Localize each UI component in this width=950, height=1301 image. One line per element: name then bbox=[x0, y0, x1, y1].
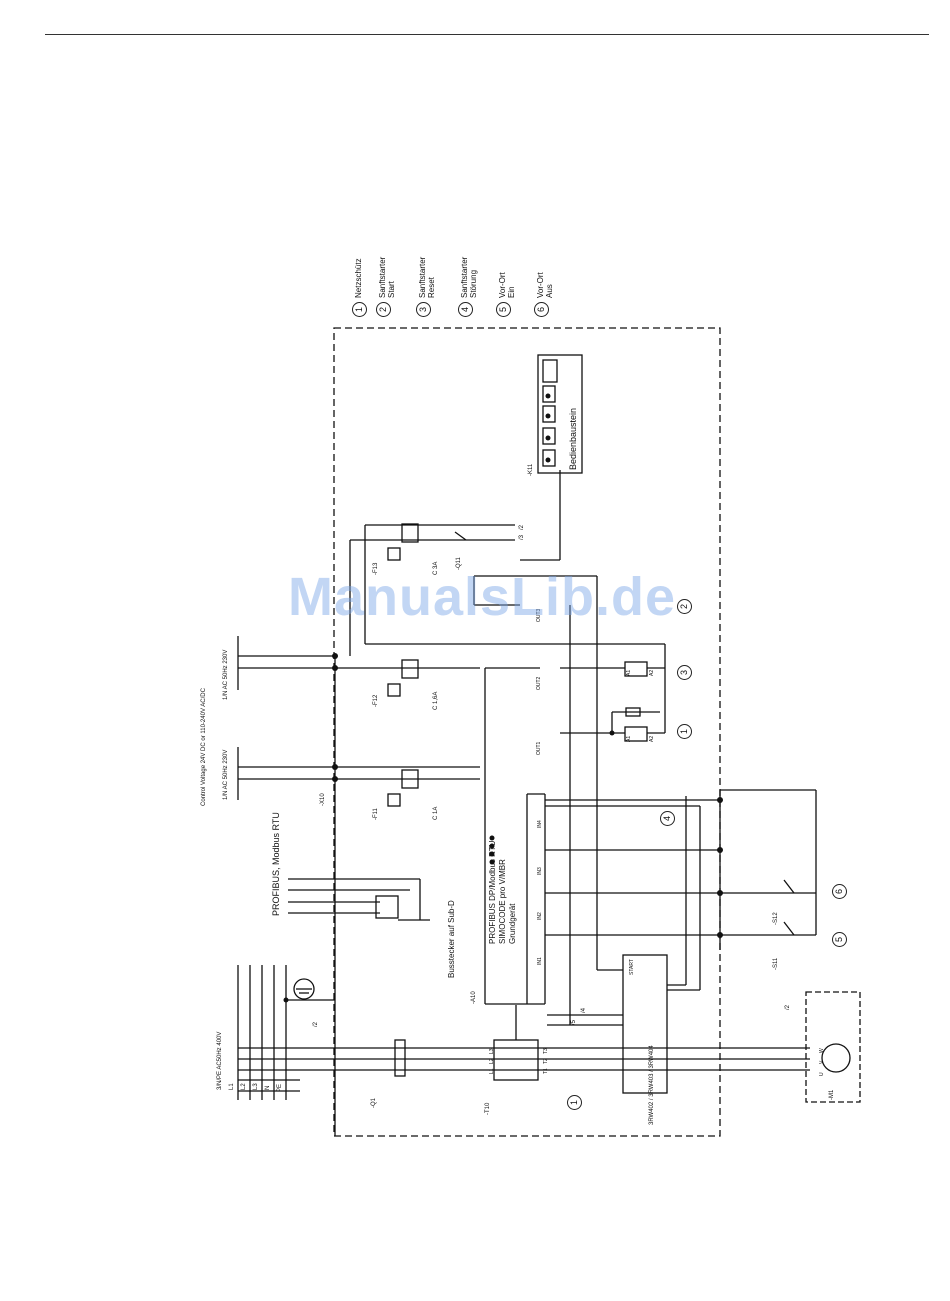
control-voltage-label: Control Voltage 24V DC or 110-240V AC/DC bbox=[201, 688, 207, 806]
ref-2b: /2 bbox=[785, 1004, 791, 1010]
simocode-line-3: Grundgerät bbox=[508, 903, 517, 944]
in1-label: IN1 bbox=[537, 957, 543, 965]
motor-frame bbox=[805, 991, 861, 1103]
bedienbaustein-label: Bedienbaustein bbox=[568, 407, 578, 470]
in2-label: IN2 bbox=[537, 912, 543, 920]
a10-label: -A10 bbox=[471, 991, 477, 1004]
coil-q11 bbox=[624, 661, 648, 677]
ct-l3: L3 bbox=[489, 1048, 495, 1054]
simocode-line-2: SIMOCODE pro V/MBR bbox=[498, 859, 507, 944]
marker-number: 3 bbox=[677, 665, 692, 680]
supply-1n-b-label: 1/N AC 50Hz 230V bbox=[223, 749, 229, 800]
f12-rating: C 1,6A bbox=[433, 691, 439, 710]
in3-label: IN3 bbox=[537, 867, 543, 875]
start-label: START bbox=[629, 959, 635, 975]
legend-number: 3 bbox=[416, 302, 431, 317]
legend-number: 4 bbox=[458, 302, 473, 317]
legend-text: Start bbox=[387, 281, 396, 298]
out1-label: OUT1 bbox=[536, 741, 542, 755]
profibus-label: PROFIBUS, Modbus RTU bbox=[271, 812, 281, 916]
ref-2c: /2 bbox=[313, 1021, 319, 1027]
coil-q1-a1: A1 bbox=[626, 735, 632, 742]
simocode-line-1: PROFIBUS DP/Modbus RTU bbox=[488, 840, 497, 944]
legend-text: Sanftstarter bbox=[418, 256, 427, 298]
legend-number: 2 bbox=[376, 302, 391, 317]
softstarter-type-label: 3RW402 / 3RW403 / 3RW404 bbox=[649, 1045, 655, 1125]
ct-t3: T3 bbox=[543, 1048, 549, 1054]
marker-number: 2 bbox=[677, 599, 692, 614]
legend-text: Sanftstarter bbox=[460, 256, 469, 298]
legend-text: Vor-Ort bbox=[536, 272, 545, 298]
legend-text: Sanftstarter bbox=[378, 256, 387, 298]
out2-label: OUT2 bbox=[536, 676, 542, 690]
s12-label: -S12 bbox=[773, 912, 779, 925]
marker-number: 4 bbox=[660, 811, 675, 826]
coil-q1 bbox=[624, 726, 648, 742]
legend-text: Ein bbox=[507, 286, 516, 298]
marker-number: 1 bbox=[677, 724, 692, 739]
legend-number: 1 bbox=[352, 302, 367, 317]
ct-t2: T2 bbox=[543, 1058, 549, 1064]
ref-5: /5 bbox=[571, 1019, 577, 1025]
legend-text: Netzschütz bbox=[354, 258, 363, 298]
f11-rating: C 1A bbox=[433, 806, 439, 820]
ref-4: /4 bbox=[581, 1007, 587, 1013]
motor-symbol bbox=[821, 1043, 851, 1073]
supply-3n-label: 3/N/PE AC50Hz 400V bbox=[217, 1031, 223, 1090]
marker-number: 5 bbox=[832, 932, 847, 947]
coil-q11-a1: A1 bbox=[626, 669, 632, 676]
l2-label: L2 bbox=[241, 1083, 247, 1090]
x10-label: -X10 bbox=[320, 793, 326, 806]
motor-u: U bbox=[819, 1072, 825, 1076]
q1-label: -Q1 bbox=[371, 1097, 377, 1108]
in4-label: IN4 bbox=[537, 820, 543, 828]
k11-label: -K11 bbox=[528, 463, 534, 476]
l3-label: L3 bbox=[253, 1083, 259, 1090]
s11-label: -S11 bbox=[773, 957, 779, 970]
legend-text: Störung bbox=[469, 269, 478, 298]
pe-label: PE bbox=[277, 1083, 283, 1092]
enclosure-frame bbox=[333, 327, 721, 1137]
m1-label: -M1 bbox=[829, 1089, 835, 1100]
motor-v: V bbox=[819, 1060, 825, 1064]
top-rule bbox=[45, 34, 929, 35]
legend-text: Aus bbox=[545, 284, 554, 298]
legend-number: 5 bbox=[496, 302, 511, 317]
legend-text: Reset bbox=[427, 277, 436, 298]
legend-number: 6 bbox=[534, 302, 549, 317]
coil-q1-a2: A2 bbox=[649, 735, 655, 742]
ref-3: /3 bbox=[519, 534, 525, 540]
ref-2: /2 bbox=[519, 524, 525, 530]
ct-l2: L2 bbox=[489, 1058, 495, 1064]
ct-l1: L1 bbox=[489, 1068, 495, 1074]
marker-number: 6 bbox=[832, 884, 847, 899]
current-transformer bbox=[493, 1039, 539, 1081]
l1-label: L1 bbox=[229, 1083, 235, 1090]
supply-1n-a-label: 1/N AC 50Hz 230V bbox=[223, 649, 229, 700]
n-label: N bbox=[265, 1085, 271, 1090]
ct-t1: T1 bbox=[543, 1068, 549, 1074]
watermark: ManualsLib.de bbox=[288, 567, 677, 627]
softstarter-box bbox=[622, 954, 668, 1094]
t10-label: -T10 bbox=[485, 1102, 491, 1115]
f12-label: -F12 bbox=[373, 694, 379, 707]
marker-number: 1 bbox=[567, 1095, 582, 1110]
legend-text: Vor-Ort bbox=[498, 272, 507, 298]
f11-label: -F11 bbox=[373, 808, 379, 820]
bus-plug-label: Busstecker auf Sub-D bbox=[447, 900, 456, 978]
motor-w: W bbox=[819, 1048, 825, 1053]
coil-q11-a2: A2 bbox=[649, 669, 655, 676]
bedienbaustein-box bbox=[537, 354, 583, 474]
